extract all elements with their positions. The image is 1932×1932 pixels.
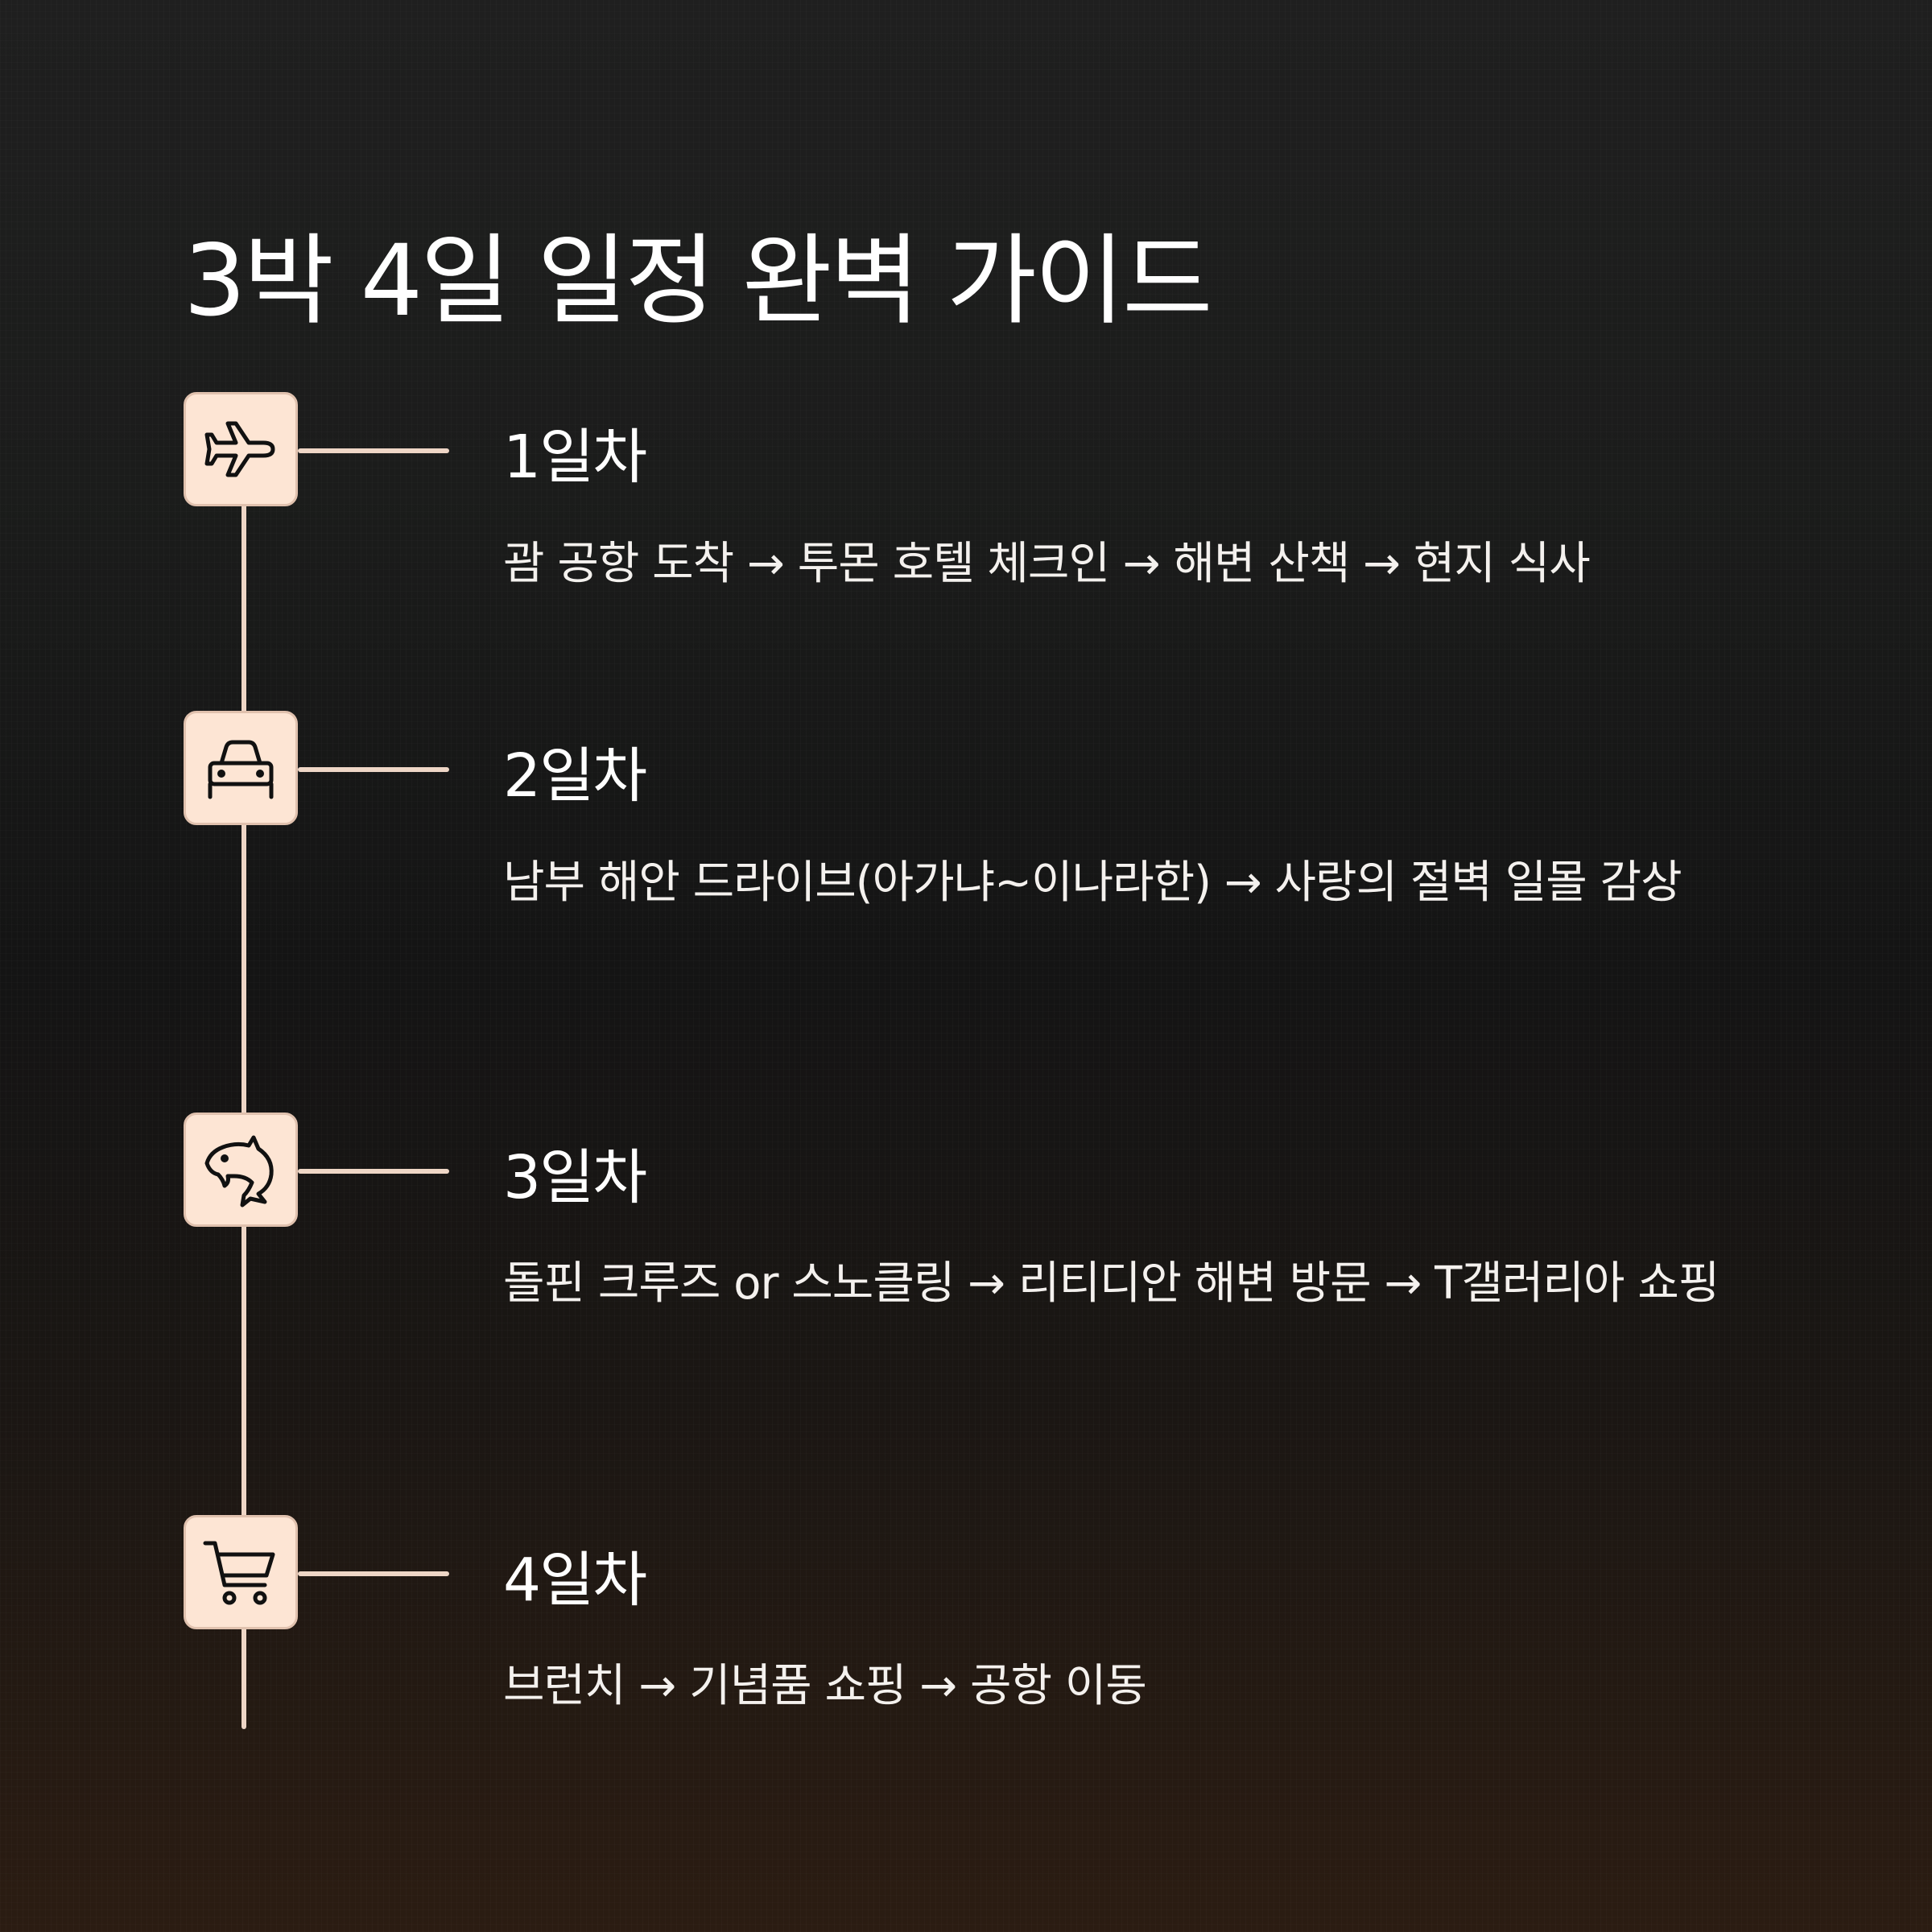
day-3-title: 3일차 bbox=[503, 1143, 647, 1212]
day-3-description: 돌핀 크루즈 or 스노클링 → 리티디안 해변 방문 → T갤러리아 쇼핑 bbox=[503, 1257, 1719, 1310]
day-2-icon-box bbox=[184, 711, 298, 825]
day-1-title: 1일차 bbox=[503, 423, 647, 492]
day-3-connector bbox=[298, 1169, 449, 1174]
day-1-description: 괌 공항 도착 → 투몬 호텔 체크인 → 해변 산책 → 현지 식사 bbox=[503, 538, 1591, 590]
airplane-icon bbox=[204, 421, 275, 477]
day-1-icon-box bbox=[184, 392, 298, 506]
dolphin-icon bbox=[204, 1135, 274, 1208]
page-title: 3박 4일 일정 완벽 가이드 bbox=[184, 224, 1213, 338]
shopping-cart-icon bbox=[203, 1541, 275, 1605]
day-2-connector bbox=[298, 767, 449, 772]
day-3-icon-box bbox=[184, 1113, 298, 1227]
day-4-title: 4일차 bbox=[503, 1546, 647, 1615]
car-icon bbox=[208, 740, 274, 799]
day-2-title: 2일차 bbox=[503, 741, 647, 811]
day-2-description: 남부 해안 드라이브(아가냐~이나라한) → 사랑의 절벽 일몰 감상 bbox=[503, 857, 1682, 909]
day-1-connector bbox=[298, 448, 449, 453]
day-4-description: 브런치 → 기념품 쇼핑 → 공항 이동 bbox=[503, 1660, 1147, 1712]
day-4-icon-box bbox=[184, 1515, 298, 1629]
day-4-connector bbox=[298, 1571, 449, 1576]
timeline-line bbox=[242, 451, 246, 1729]
